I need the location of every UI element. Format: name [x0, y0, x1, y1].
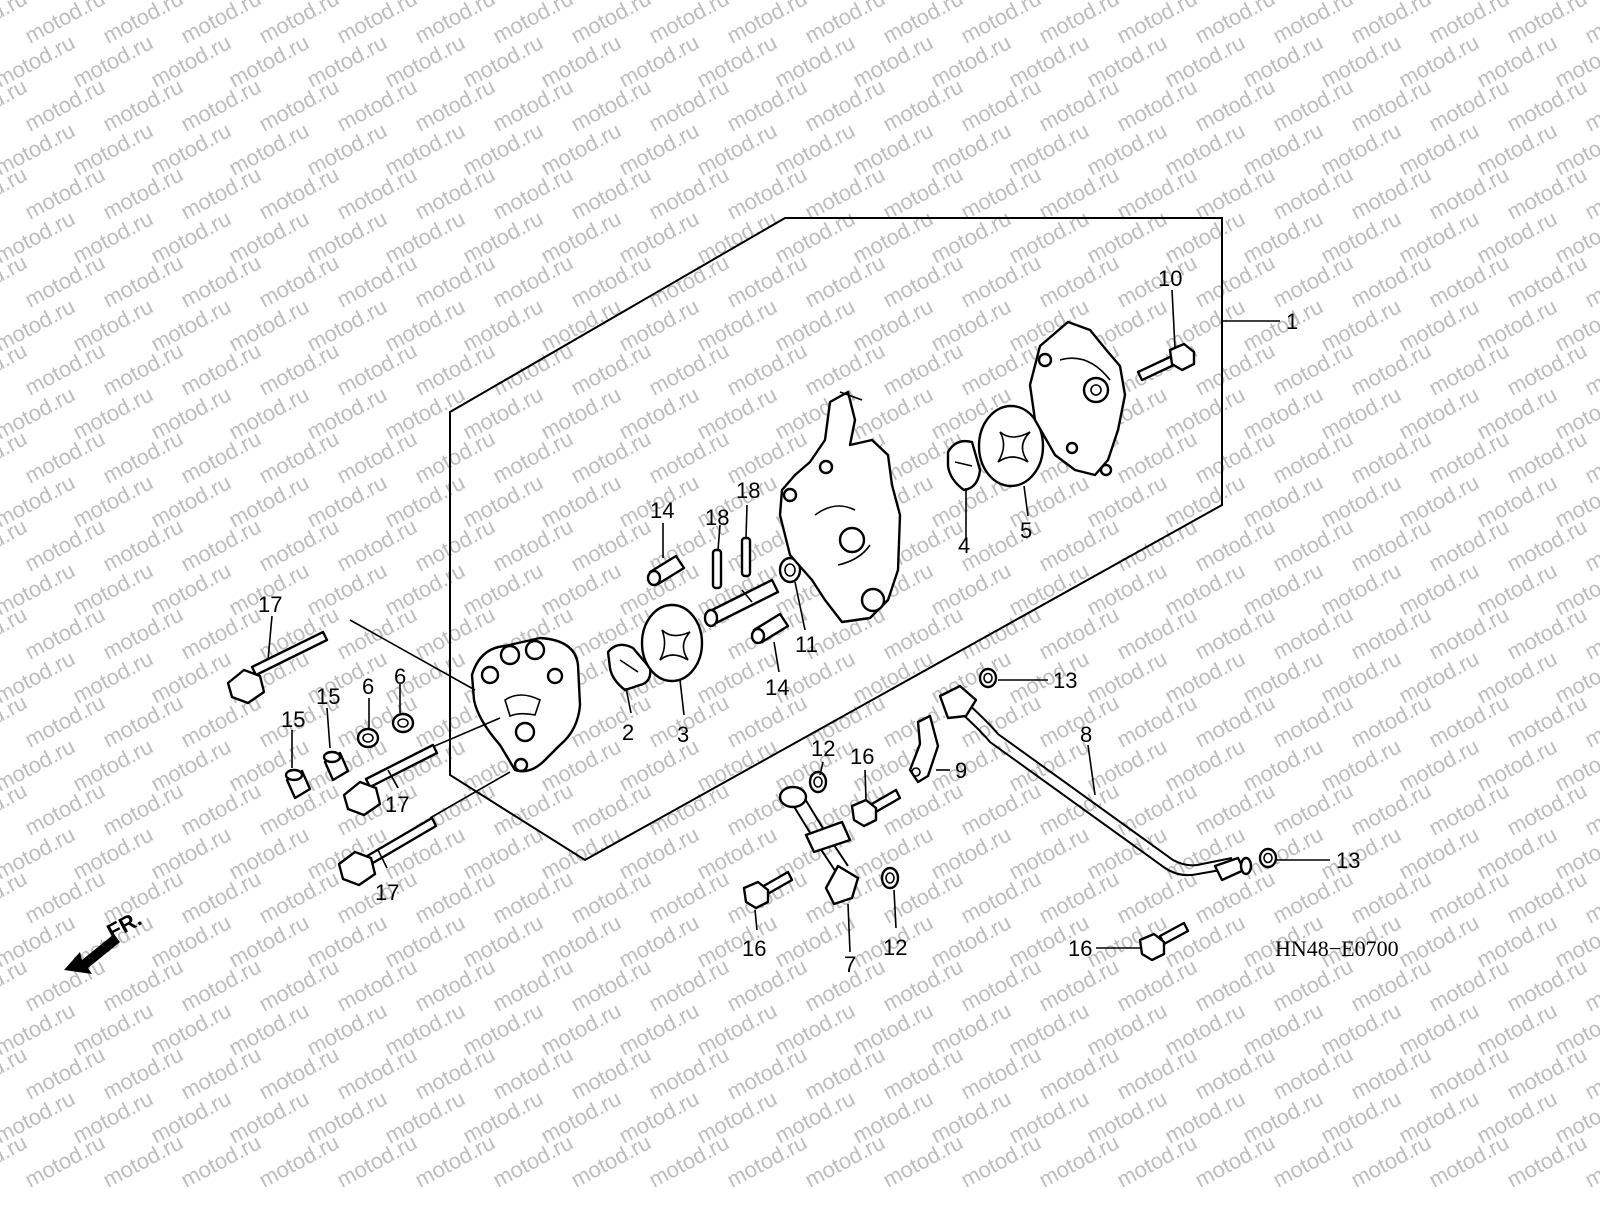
callout-5: 5	[1020, 518, 1032, 543]
watermark-text: motod.ru	[879, 1130, 967, 1193]
oil-pipe-7	[778, 785, 860, 906]
dowel-14-upper	[646, 554, 686, 587]
dowel-15b	[322, 750, 350, 782]
watermark-text: motod.ru	[801, 1130, 889, 1193]
watermark-text: motod.ru	[255, 1130, 343, 1193]
dowel-15a	[284, 768, 312, 800]
pump-cover	[470, 636, 582, 773]
outer-rotor-3	[640, 603, 704, 683]
pump-body	[778, 390, 902, 624]
watermark-text: motod.ru	[333, 1130, 421, 1193]
pin-18a	[711, 548, 723, 590]
watermark-text: motod.ru	[1347, 1130, 1435, 1193]
callout-15a: 15	[281, 707, 305, 732]
bolt-10	[1136, 342, 1196, 382]
inner-rotor-2	[606, 643, 652, 692]
watermark-text: motod.ru	[723, 1130, 811, 1193]
leader-cover-a	[349, 619, 476, 691]
callout-17a: 17	[258, 592, 282, 617]
callout-15b: 15	[316, 684, 340, 709]
callout-11: 11	[795, 632, 818, 657]
callout-13a: 13	[1053, 668, 1077, 693]
watermark-text: motod.ru	[957, 1130, 1045, 1193]
washer-12b	[880, 866, 900, 890]
callout-8: 8	[1080, 722, 1092, 747]
watermark-text: motod.ru	[411, 1130, 499, 1193]
assembly-outline	[449, 217, 1223, 862]
pump-end-plate	[1028, 320, 1127, 477]
watermark-text: motod.ru	[99, 1130, 187, 1193]
callout-10: 10	[1158, 266, 1182, 291]
watermark-text: motod.ru	[1503, 1130, 1591, 1193]
clamp-9	[908, 714, 940, 784]
oring-6a	[356, 727, 380, 749]
callout-7: 7	[844, 952, 856, 977]
callout-16a: 16	[850, 744, 874, 769]
callout-16b: 16	[742, 936, 766, 961]
callout-17c: 17	[375, 880, 399, 905]
pump-shaft	[703, 578, 780, 628]
callout-17b: 17	[385, 792, 409, 817]
watermark-text: motod.ru	[1113, 1130, 1201, 1193]
watermark-text: motod.ru	[1035, 1130, 1123, 1193]
watermark-text: motod.ru	[645, 1130, 733, 1193]
leader-cover-b	[429, 717, 501, 749]
callout-14b: 14	[765, 675, 789, 700]
callout-6b: 6	[394, 664, 406, 689]
callouts: 1 2 3 4 5 6 6 7 8 9 10 11 12 12 13 13 14…	[258, 266, 1360, 977]
bolt-16-clamp	[850, 788, 902, 828]
callout-12a: 12	[811, 736, 835, 761]
callout-14a: 14	[650, 498, 674, 523]
callout-18a: 18	[705, 505, 729, 530]
watermark-text: motod.ru	[1191, 1130, 1279, 1193]
bolt-17-top	[226, 630, 329, 705]
diagram-code: HN48−E0700	[1275, 936, 1399, 961]
callout-13b: 13	[1336, 848, 1360, 873]
bolt-16-pipe8	[1138, 921, 1190, 962]
bolt-17-mid	[342, 743, 439, 817]
inner-rotor-4	[946, 439, 982, 492]
washer-13b	[1258, 847, 1278, 869]
watermark-text: motod.ru	[1425, 1130, 1513, 1193]
callout-18b: 18	[736, 478, 760, 503]
pin-18b	[740, 536, 752, 578]
callout-12b: 12	[883, 935, 907, 960]
callout-9: 9	[955, 758, 967, 783]
leader-cover-c	[429, 771, 511, 819]
watermark-text: motod.ru	[1269, 1130, 1357, 1193]
watermark-text: motod.ru	[177, 1130, 265, 1193]
oring-6b	[391, 712, 415, 734]
washer-13a	[978, 667, 998, 689]
watermark-text: motod.ru	[567, 1130, 655, 1193]
callout-2: 2	[622, 720, 634, 745]
callout-1: 1	[1286, 309, 1298, 334]
watermark-text: motod.ru	[489, 1130, 577, 1193]
callout-16c: 16	[1068, 936, 1092, 961]
leader-lines	[267, 289, 1330, 953]
callout-4: 4	[958, 533, 970, 558]
callout-3: 3	[677, 722, 689, 747]
oil-pipe-8	[938, 684, 1253, 882]
callout-6a: 6	[362, 674, 374, 699]
watermark-text: motod.ru	[21, 1130, 109, 1193]
dowel-14-lower	[750, 612, 790, 645]
washer-12a	[808, 770, 828, 794]
outer-rotor-5	[977, 404, 1045, 488]
washer-11	[778, 556, 802, 584]
bolt-16-pipe7	[742, 870, 794, 910]
